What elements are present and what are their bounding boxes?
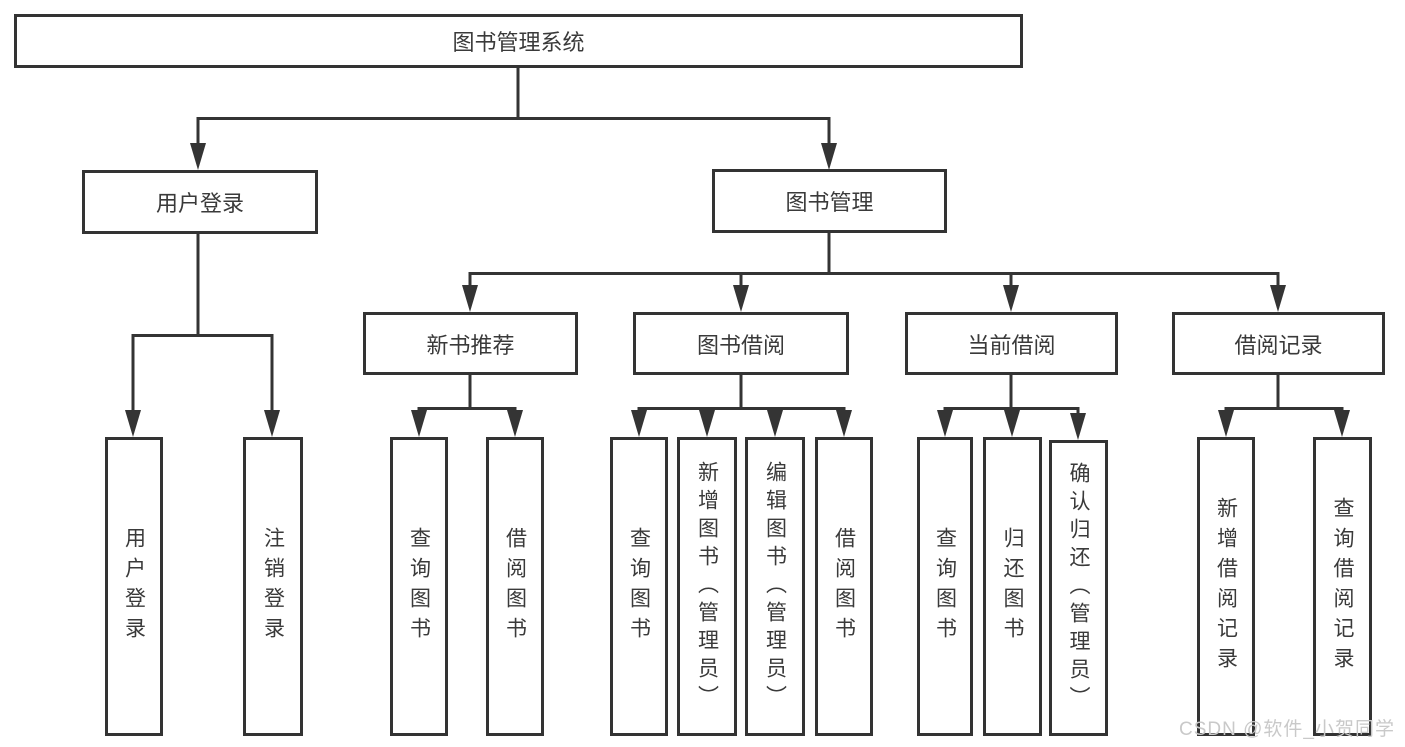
leaf-label: 新增图书（管理员） <box>695 460 719 713</box>
leaf-label: 归还图书 <box>1001 526 1024 647</box>
node-root: 图书管理系统 <box>14 14 1023 68</box>
node-new-book-recommend: 新书推荐 <box>363 312 578 375</box>
leaf-label: 查询图书 <box>933 526 957 647</box>
leaf-label: 注销登录 <box>261 526 285 647</box>
leaf-label: 借阅图书 <box>503 526 527 647</box>
leaf-label: 查询借阅记录 <box>1331 496 1354 677</box>
leaf-borrow-books-recommend: 借阅图书 <box>486 437 544 736</box>
leaf-label: 借阅图书 <box>832 526 856 647</box>
leaf-label: 查询图书 <box>627 526 651 647</box>
leaf-edit-books-admin: 编辑图书（管理员） <box>745 437 805 736</box>
leaf-add-borrow-record: 新增借阅记录 <box>1197 437 1255 736</box>
node-label: 当前借阅 <box>967 332 1056 358</box>
node-current-borrow: 当前借阅 <box>905 312 1118 375</box>
leaf-label: 确认归还（管理员） <box>1067 462 1090 714</box>
arrowheads <box>125 143 1350 440</box>
node-borrow-records: 借阅记录 <box>1172 312 1385 375</box>
leaf-label: 用户登录 <box>122 526 146 647</box>
node-book-management: 图书管理 <box>712 169 947 233</box>
leaf-label: 查询图书 <box>407 526 431 647</box>
csdn-watermark: CSDN @软件_小贺同学 <box>1179 719 1395 740</box>
node-label: 用户登录 <box>155 191 244 216</box>
node-book-borrow: 图书借阅 <box>633 312 849 375</box>
node-label: 图书管理 <box>785 190 874 215</box>
node-label: 图书借阅 <box>696 332 785 358</box>
node-user-login: 用户登录 <box>82 170 318 234</box>
leaf-return-books: 归还图书 <box>983 437 1042 736</box>
leaf-user-login: 用户登录 <box>105 437 163 736</box>
leaf-query-books-recommend: 查询图书 <box>390 437 448 736</box>
leaf-query-books-current: 查询图书 <box>917 437 973 736</box>
node-label: 新书推荐 <box>426 332 515 358</box>
leaf-query-borrow-record: 查询借阅记录 <box>1313 437 1372 736</box>
leaf-borrow-books: 借阅图书 <box>815 437 873 736</box>
node-label: 借阅记录 <box>1234 332 1323 358</box>
leaf-query-books-borrow: 查询图书 <box>610 437 668 736</box>
leaf-label: 新增借阅记录 <box>1214 496 1238 677</box>
leaf-add-books-admin: 新增图书（管理员） <box>677 437 737 736</box>
leaf-label: 编辑图书（管理员） <box>763 460 787 713</box>
node-label: 图书管理系统 <box>452 30 585 55</box>
leaf-logout: 注销登录 <box>243 437 303 736</box>
leaf-confirm-return-admin: 确认归还（管理员） <box>1049 440 1108 736</box>
